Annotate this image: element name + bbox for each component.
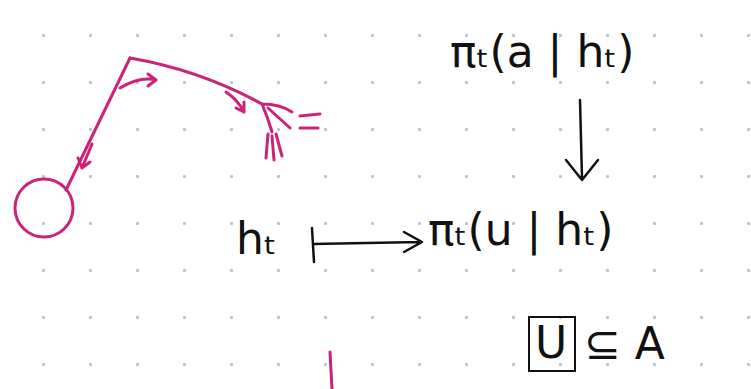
arm-upper-link — [130, 58, 262, 104]
maps-to-arrow — [312, 228, 422, 262]
formula-text: πₜ(a | hₜ) — [450, 28, 634, 76]
formula-text: πₜ(u | hₜ) — [428, 206, 613, 254]
arm-lower-link — [66, 58, 130, 190]
motion-arrow — [226, 92, 244, 112]
motion-arrow — [78, 144, 92, 168]
motion-arrow — [120, 74, 156, 88]
arm-base — [15, 179, 73, 237]
formula-text: ⊆ A — [584, 320, 665, 368]
formula-text: hₜ — [236, 215, 277, 263]
arm-gripper — [262, 104, 320, 160]
stroke-fragment — [330, 352, 332, 389]
set-name: U — [535, 319, 569, 367]
down-arrow — [566, 100, 598, 180]
set-box: U — [528, 316, 576, 372]
